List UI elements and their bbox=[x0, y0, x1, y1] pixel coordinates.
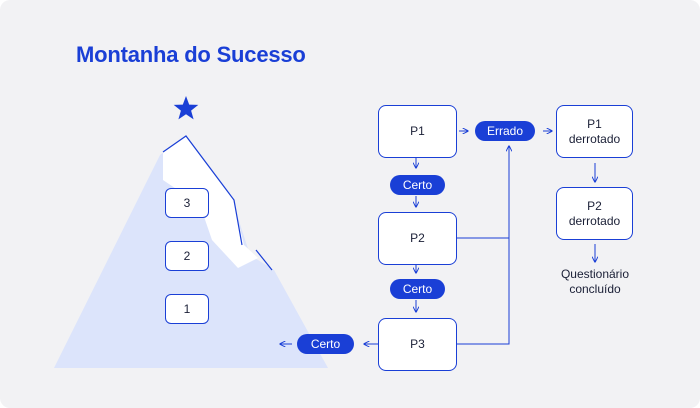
mountain-step-1: 1 bbox=[165, 294, 209, 324]
defeated-box-p1: P1 derrotado bbox=[556, 105, 633, 158]
star-icon bbox=[173, 96, 199, 120]
question-box-p3: P3 bbox=[378, 318, 457, 371]
mountain-ridge-line bbox=[162, 135, 243, 246]
connector-line bbox=[456, 146, 509, 345]
label-correct-3: Certo bbox=[297, 334, 354, 354]
label-correct-2: Certo bbox=[390, 279, 445, 299]
question-box-p1: P1 bbox=[378, 105, 457, 158]
mountain-ridge-line bbox=[255, 249, 273, 271]
label-wrong: Errado bbox=[475, 121, 535, 141]
mountain-step-3: 3 bbox=[165, 188, 209, 218]
label-correct-1: Certo bbox=[390, 175, 445, 195]
question-box-p2: P2 bbox=[378, 212, 457, 265]
diagram-title: Montanha do Sucesso bbox=[76, 42, 306, 67]
mountain-snow-cap bbox=[163, 136, 258, 268]
quiz-completed-label: Questionário concluído bbox=[560, 267, 630, 296]
mountain-step-2: 2 bbox=[165, 241, 209, 271]
defeated-box-p2: P2 derrotado bbox=[556, 187, 633, 240]
